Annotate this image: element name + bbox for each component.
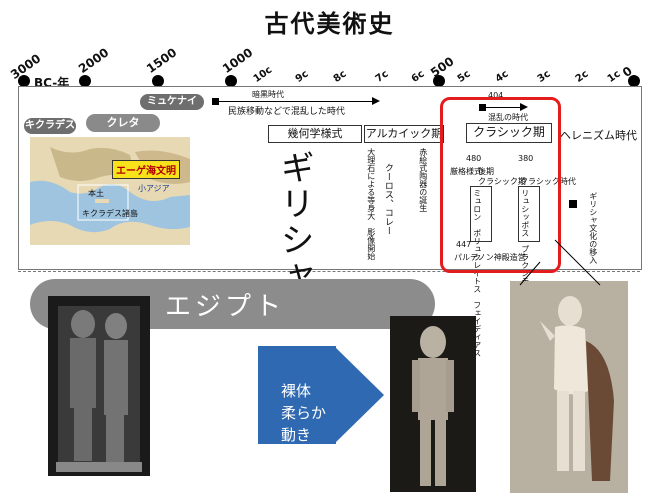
greek-to-rome-note: ギリシャ文化の移入 bbox=[588, 192, 598, 264]
classic-highlight-box bbox=[440, 97, 561, 273]
arrow-text-line-3: 動き bbox=[281, 426, 312, 444]
chaos-start bbox=[479, 104, 486, 111]
parthenon-year: 447 bbox=[456, 240, 472, 249]
period-geometric: 幾何学様式 bbox=[268, 125, 362, 143]
greece-label: ギリシャ bbox=[274, 150, 314, 294]
timeline-dot bbox=[628, 75, 640, 87]
late-label: 後期 bbox=[478, 167, 494, 176]
arrow-text: 裸体 柔らか 動き bbox=[281, 380, 326, 446]
early-style-note: 厳格様式 bbox=[450, 167, 482, 176]
timeline-dot bbox=[433, 75, 445, 87]
chaos-line bbox=[486, 107, 522, 108]
timeline-dot bbox=[79, 75, 91, 87]
kouros-kore-note: クーロス、コレー bbox=[382, 163, 393, 235]
aegean-label: エーゲ海文明 bbox=[112, 160, 180, 179]
year-480: 480 bbox=[466, 154, 482, 163]
cyclades-islands-label: キクラデス諸島 bbox=[82, 209, 138, 218]
crete-pill: クレタ bbox=[86, 114, 160, 132]
late-classic-label: クラシック期 bbox=[478, 177, 526, 186]
arrow-text-line-1: 裸体 bbox=[281, 382, 312, 400]
asia-minor-label: 小アジア bbox=[138, 184, 170, 193]
marble-start-note: 大理石による等身大 彫像開始 bbox=[366, 148, 376, 260]
divider-line bbox=[18, 271, 640, 272]
kouros-statue-image bbox=[390, 316, 476, 492]
egypt-label: エジプト bbox=[165, 292, 286, 322]
egyptian-statue-image bbox=[48, 296, 150, 476]
arrow-head bbox=[372, 97, 380, 105]
timeline-dot bbox=[152, 75, 164, 87]
timeline-dot bbox=[18, 75, 30, 87]
period-classic: クラシック期 bbox=[466, 123, 552, 143]
dark-age-arrow-line bbox=[219, 101, 375, 102]
arrow-body bbox=[258, 346, 336, 444]
arrow-head-blue bbox=[334, 346, 384, 444]
dark-age-start bbox=[212, 98, 219, 105]
red-figure-note: 赤絵式陶器の誕生 bbox=[418, 148, 428, 212]
period-hellenistic: ヘレニズム時代 bbox=[560, 129, 637, 142]
late-classic-time: クラシック時代 bbox=[520, 177, 576, 186]
dark-age-note: 民族移動などで混乱した時代 bbox=[228, 107, 345, 117]
mainland-label: 本土 bbox=[88, 189, 104, 198]
page-title: 古代美術史 bbox=[264, 10, 395, 38]
sculptors-2: リュシッポス プラクシテレス スコパス bbox=[520, 189, 530, 341]
arrow-text-line-2: 柔らか bbox=[281, 404, 327, 422]
hellenistic-marker bbox=[569, 200, 577, 208]
year-380: 380 bbox=[518, 154, 534, 163]
dark-age-title: 暗黒時代 bbox=[252, 90, 284, 99]
parthenon-note: パルテノン神殿造営 bbox=[454, 253, 526, 262]
sculptor-box-2: リュシッポス プラクシテレス スコパス bbox=[518, 186, 540, 341]
hermes-statue-image bbox=[510, 281, 628, 493]
mycenae-pill: ミュケナイ bbox=[140, 94, 204, 110]
cyclades-pill: キクラデス bbox=[24, 118, 76, 134]
chaos-period: 混乱の時代 bbox=[488, 113, 528, 122]
year-404: 404 bbox=[488, 91, 504, 100]
timeline-dot bbox=[225, 75, 237, 87]
period-archaic: アルカイック期 bbox=[364, 125, 444, 143]
aegean-map bbox=[30, 137, 190, 245]
sculptors-1: ミュロン ポリュクレイトス フェイディアス bbox=[472, 189, 482, 357]
sculptor-box-1: ミュロン ポリュクレイトス フェイディアス bbox=[470, 186, 492, 357]
arrow-head bbox=[520, 103, 528, 111]
